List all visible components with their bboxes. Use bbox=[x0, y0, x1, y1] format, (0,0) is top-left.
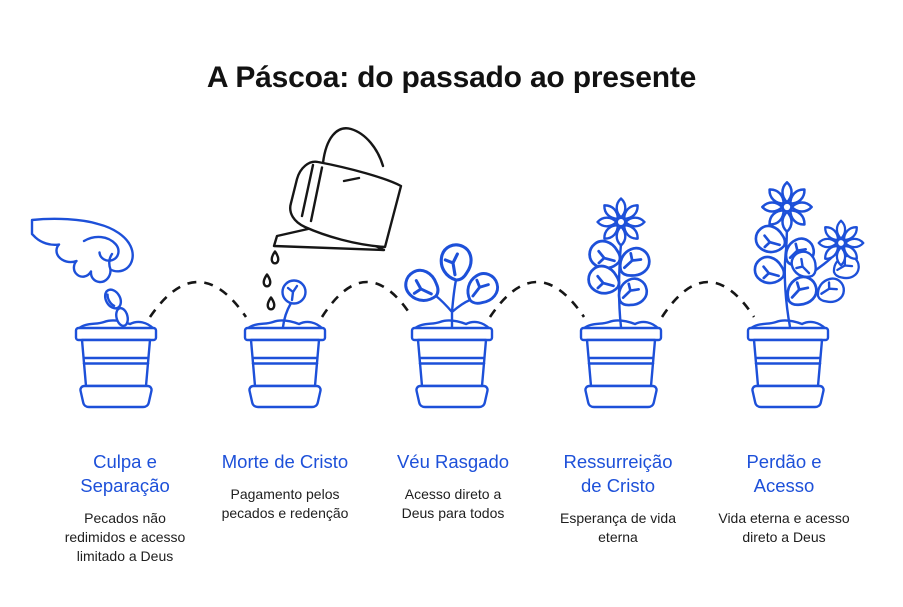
arc-connector-4 bbox=[660, 280, 756, 318]
plant-pot-icon bbox=[74, 319, 158, 409]
watering-can-body bbox=[272, 127, 403, 252]
arc-connector-3 bbox=[488, 280, 586, 318]
water-drops-icon bbox=[262, 250, 280, 311]
arc-connector-1 bbox=[148, 280, 248, 318]
stage-1-label: Culpa e Separação Pecados não redimidos … bbox=[35, 450, 215, 566]
stage-5-heading: Perdão e Acesso bbox=[746, 451, 822, 496]
flower-icon bbox=[761, 181, 813, 233]
seedling-icon bbox=[398, 242, 505, 409]
arc-connector-2 bbox=[320, 280, 414, 318]
stage-3-label: Véu Rasgado Acesso direto a Deus para to… bbox=[363, 450, 543, 523]
stage-1-heading: Culpa e Separação bbox=[80, 451, 170, 496]
stage-4-heading: Ressurreição de Cristo bbox=[563, 451, 673, 496]
flowering-plant-icon bbox=[579, 197, 663, 409]
stage-1-description: Pecados não redimidos e acesso limitado … bbox=[64, 510, 186, 564]
plant-pot-icon bbox=[243, 319, 327, 409]
stage-2-description: Pagamento pelos pecados e redenção bbox=[221, 486, 349, 521]
page-title: A Páscoa: do passado ao presente bbox=[206, 61, 697, 95]
watering-can-icon bbox=[243, 127, 403, 409]
falling-seed-icon bbox=[103, 288, 123, 310]
plant-pot-icon bbox=[746, 319, 830, 409]
stage-5-description: Vida eterna e acesso direto a Deus bbox=[718, 510, 850, 545]
stage-5-label: Perdão e Acesso Vida eterna e acesso dir… bbox=[694, 450, 874, 547]
stage-3-heading: Véu Rasgado bbox=[396, 451, 510, 472]
flower-icon bbox=[817, 219, 865, 267]
sprout-icon bbox=[281, 279, 307, 305]
stage-2-heading: Morte de Cristo bbox=[221, 451, 349, 472]
stage-3-description: Acesso direto a Deus para todos bbox=[401, 486, 505, 521]
sprout-stem bbox=[281, 301, 293, 329]
flower-icon bbox=[596, 197, 646, 247]
plant-pot-icon bbox=[579, 319, 663, 409]
blooming-plants-icon bbox=[746, 181, 865, 409]
dashed-arc-connectors bbox=[148, 280, 756, 318]
hand-planting-seed-icon bbox=[30, 217, 158, 409]
stage-4-label: Ressurreição de Cristo Esperança de vida… bbox=[528, 450, 708, 547]
seed-on-soil-icon bbox=[115, 306, 129, 328]
stage-2-label: Morte de Cristo Pagamento pelos pecados … bbox=[195, 450, 375, 523]
stage-4-description: Esperança de vida eterna bbox=[560, 510, 676, 545]
plant-pot-icon bbox=[410, 319, 494, 409]
